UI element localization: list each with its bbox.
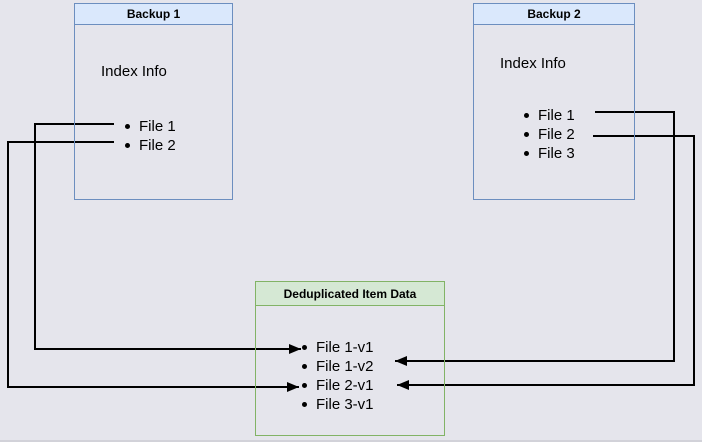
list-item: File 2 — [125, 136, 176, 155]
file-label: File 2 — [139, 137, 176, 154]
file-label: File 2 — [538, 126, 575, 143]
dedup-file-list: File 1-v1 File 1-v2 File 2-v1 File 3-v1 — [302, 338, 374, 414]
file-label: File 1-v1 — [316, 339, 374, 356]
bullet-icon — [302, 364, 307, 369]
file-label: File 3 — [538, 145, 575, 162]
list-item: File 2 — [524, 125, 575, 144]
bullet-icon — [125, 143, 130, 148]
file-label: File 3-v1 — [316, 396, 374, 413]
dedup-title: Deduplicated Item Data — [283, 286, 417, 301]
file-label: File 1 — [139, 118, 176, 135]
backup1-index-info-label: Index Info — [101, 63, 167, 80]
list-item: File 3 — [524, 144, 575, 163]
list-item: File 1 — [524, 106, 575, 125]
backup2-header: Backup 2 — [474, 4, 634, 25]
bullet-icon — [524, 132, 529, 137]
backup1-header: Backup 1 — [75, 4, 232, 25]
bullet-icon — [302, 345, 307, 350]
file-label: File 1-v2 — [316, 358, 374, 375]
list-item: File 1-v2 — [302, 357, 374, 376]
file-label: File 2-v1 — [316, 377, 374, 394]
bullet-icon — [302, 402, 307, 407]
bullet-icon — [302, 383, 307, 388]
dedup-header: Deduplicated Item Data — [256, 282, 444, 306]
bullet-icon — [524, 151, 529, 156]
bullet-icon — [125, 124, 130, 129]
backup1-box: Backup 1 — [74, 3, 233, 200]
dedup-box: Deduplicated Item Data — [255, 281, 445, 436]
backup2-index-info-label: Index Info — [500, 55, 566, 72]
list-item: File 3-v1 — [302, 395, 374, 414]
backup2-title: Backup 2 — [527, 7, 581, 21]
file-label: File 1 — [538, 107, 575, 124]
list-item: File 1 — [125, 117, 176, 136]
canvas-bottom-edge — [0, 440, 702, 442]
list-item: File 2-v1 — [302, 376, 374, 395]
backup1-title: Backup 1 — [126, 7, 181, 21]
backup2-file-list: File 1 File 2 File 3 — [524, 106, 575, 163]
backup1-file-list: File 1 File 2 — [125, 117, 176, 155]
list-item: File 1-v1 — [302, 338, 374, 357]
backup2-box: Backup 2 — [473, 3, 635, 200]
bullet-icon — [524, 113, 529, 118]
